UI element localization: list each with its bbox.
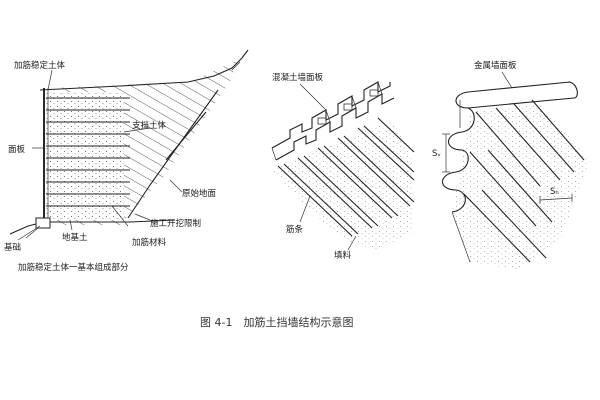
label-strip: 筋条 [286, 224, 304, 235]
fill-material [272, 120, 414, 250]
label-reinforced-soil: 加筋稳定土体 [14, 60, 66, 71]
excavation-boundary [127, 89, 219, 219]
wall-top-slope [39, 49, 249, 91]
label-foundation: 基础 [4, 242, 21, 253]
foundation-block [35, 217, 51, 229]
label-facing-panel: 面板 [8, 144, 26, 155]
right-panel-metal-facing: 金属墙面板 Sᵥ Sₕ [432, 60, 590, 270]
figure-caption: 图 4-1 加筋土挡墙结构示意图 [200, 315, 353, 329]
label-fill: 填料 [334, 250, 352, 261]
label-reinforcement-material: 加筋材料 [132, 237, 167, 248]
left-panel-section: 加筋稳定土体 面板 支挡土体 原始地面 施工开挖限制 加筋材料 地基土 基础 加… [4, 49, 249, 273]
label-excavation-limit: 施工开挖限制 [150, 218, 201, 229]
label-metal-panel: 金属墙面板 [474, 60, 517, 71]
label-subgrade: 地基土 [62, 232, 88, 243]
label-original-ground: 原始地面 [182, 188, 217, 199]
reinforcement-layers [46, 97, 130, 207]
label-vertical-spacing: Sᵥ [432, 149, 441, 159]
metal-wall-fill [452, 104, 590, 270]
label-horizontal-spacing: Sₕ [550, 187, 559, 197]
label-concrete-panel: 混凝土墙面板 [272, 72, 324, 83]
label-retained-soil: 支挡土体 [132, 120, 167, 131]
middle-panel-concrete-facing: 混凝土墙面板 筋条 填料 [271, 72, 415, 261]
left-subcaption: 加筋稳定土体一基本组成部分 [18, 262, 129, 273]
original-ground-line [165, 111, 207, 161]
reinforced-soil-zone [46, 92, 124, 220]
